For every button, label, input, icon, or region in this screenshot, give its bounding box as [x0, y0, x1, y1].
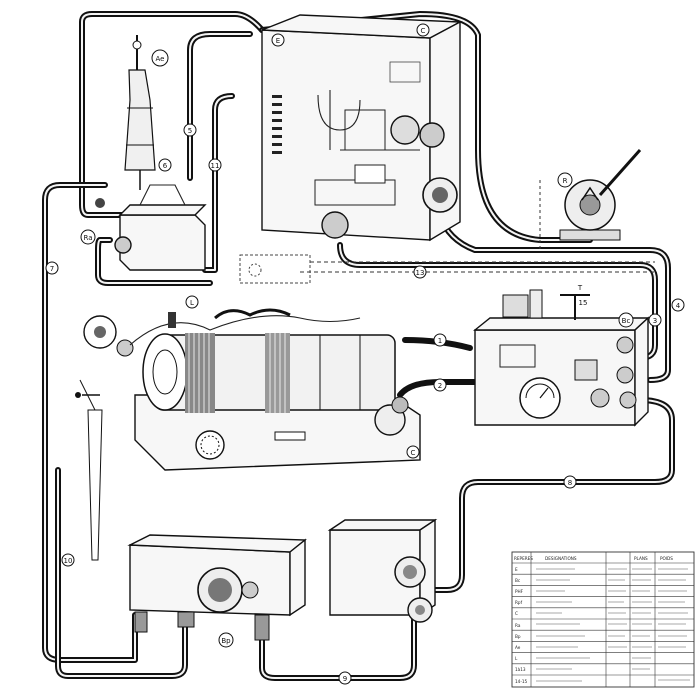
marker-6: 6: [158, 158, 172, 172]
cable-9: [259, 617, 417, 681]
legend-row-key: PHF: [515, 589, 524, 594]
legend-row-key: Bc: [515, 578, 521, 583]
svg-text:9: 9: [343, 675, 347, 683]
svg-text:E: E: [276, 37, 280, 45]
accessory-dashed: [239, 254, 311, 284]
marker-4: 4: [671, 298, 685, 312]
svg-text:10: 10: [64, 557, 73, 565]
label-ae: Ae: [151, 49, 169, 67]
box-right-bottom: [327, 518, 438, 623]
legend-header-plans: PLANS: [634, 556, 648, 561]
marker-13: 13: [413, 265, 427, 279]
legend-row-key: Bp: [515, 634, 521, 639]
svg-text:6: 6: [163, 162, 168, 170]
marker-11: 11: [208, 158, 222, 172]
cable-harness: [42, 11, 675, 681]
legend-row-key: Ae: [515, 645, 521, 650]
svg-text:15: 15: [579, 299, 588, 307]
legend-row-key: Rpf: [515, 600, 523, 605]
svg-text:L: L: [190, 299, 194, 307]
whip-antenna: [75, 379, 103, 561]
svg-text:4: 4: [676, 302, 681, 310]
control-box-bc: [473, 289, 650, 427]
svg-text:C: C: [411, 449, 416, 457]
svg-text:5: 5: [188, 127, 192, 135]
cable-11: [202, 93, 235, 273]
legend-row-key: E: [515, 567, 518, 572]
label-t: T: [577, 284, 583, 292]
svg-text:T: T: [577, 284, 583, 292]
legend-row-key: 1à13: [515, 667, 526, 672]
label-ra: Ra: [80, 229, 96, 245]
svg-text:3: 3: [653, 317, 657, 325]
legend-table: REPERES DESIGNATIONS PLANS POIDS E Bc PH…: [511, 551, 695, 688]
svg-text:13: 13: [416, 269, 425, 277]
svg-text:Bc: Bc: [622, 317, 631, 325]
legend-header-reperes: REPERES: [514, 556, 533, 561]
label-c: C: [406, 445, 420, 459]
legend-header-poids: POIDS: [660, 556, 673, 561]
cable-5: [187, 31, 253, 181]
svg-text:Bp: Bp: [221, 637, 231, 645]
legend-row-key: L: [515, 656, 518, 661]
label-bc: Bc: [618, 312, 634, 328]
motor-c: [134, 333, 421, 471]
dashed-links: [300, 180, 655, 273]
legend-row-key: C: [515, 611, 518, 616]
svg-text:2: 2: [438, 382, 442, 390]
label-rpf: R: [557, 172, 573, 188]
svg-text:7: 7: [50, 265, 54, 273]
svg-text:1: 1: [438, 337, 442, 345]
legend-header-designations: DESIGNATIONS: [545, 556, 577, 561]
marker-15: 15: [579, 299, 588, 307]
marker-1: 1: [433, 333, 447, 347]
marker-8: 8: [563, 475, 577, 489]
svg-text:C: C: [421, 27, 426, 35]
svg-text:R: R: [563, 177, 568, 185]
marker-5: 5: [183, 123, 197, 137]
label-c-top: C: [416, 23, 430, 37]
ra-box: [95, 184, 207, 271]
rpf-switch: [559, 149, 642, 241]
label-bp: Bp: [218, 632, 234, 648]
marker-10: 10: [61, 553, 75, 567]
marker-7: 7: [45, 261, 59, 275]
l-cable: [83, 308, 361, 357]
svg-text:Ra: Ra: [84, 234, 93, 242]
label-l: L: [185, 295, 199, 309]
label-e: E: [271, 33, 285, 47]
marker-3: 3: [648, 313, 662, 327]
legend-row-key: 14-15: [515, 679, 528, 684]
marker-2: 2: [433, 378, 447, 392]
legend-row-key: Ra: [515, 623, 521, 628]
svg-text:8: 8: [568, 479, 572, 487]
generator-e: [261, 14, 463, 242]
svg-text:11: 11: [211, 162, 220, 170]
antenna-ae: [124, 35, 156, 190]
box-bp: [127, 534, 307, 641]
svg-text:Ae: Ae: [156, 55, 165, 63]
marker-9: 9: [338, 671, 352, 685]
